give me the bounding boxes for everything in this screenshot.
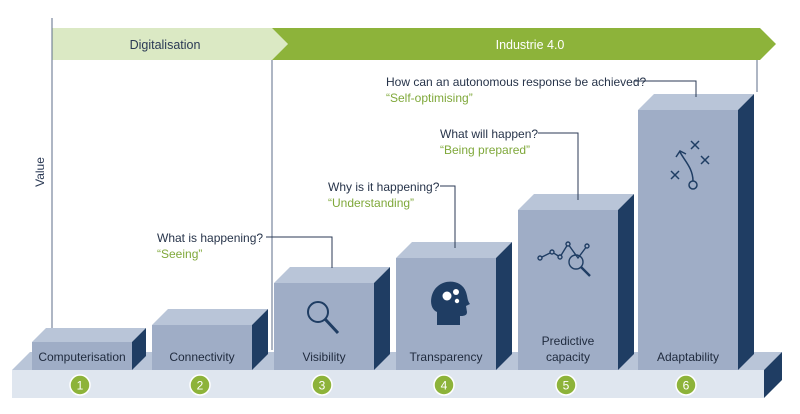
stage-number-badge-4: 4 <box>433 374 455 396</box>
stage-label-4: Transparency <box>410 350 483 364</box>
stage-number-1: 1 <box>77 379 84 393</box>
phase-industrie-banner: Industrie 4.0 <box>272 28 776 60</box>
strategy-play-icon <box>670 140 710 190</box>
callout-answer-4: “Self-optimising” <box>386 91 473 105</box>
stage-number-badge-2: 2 <box>189 374 211 396</box>
stage-badges: 1 2 3 4 5 6 <box>69 374 697 396</box>
stage-number-2: 2 <box>197 379 204 393</box>
phase-digitalisation-banner: Digitalisation <box>52 28 288 60</box>
stage-block-1: Computerisation <box>32 328 146 370</box>
magnifier-icon <box>307 301 340 335</box>
stage-label-line2-5: capacity <box>546 350 590 364</box>
callout-being-prepared: What will happen? “Being prepared” <box>440 127 579 200</box>
stage-block-3: Visibility <box>274 267 390 370</box>
stage-blocks: Computerisation Connectivity Visibility Tra… <box>32 94 754 370</box>
stage-number-badge-5: 5 <box>555 374 577 396</box>
stage-number-5: 5 <box>563 379 570 393</box>
callout-question-3: What will happen? <box>440 127 538 141</box>
callout-understanding: Why is it happening? “Understanding” <box>328 180 456 248</box>
callout-self-optimising: How can an autonomous response be achiev… <box>386 75 697 105</box>
callout-seeing: What is happening? “Seeing” <box>157 231 333 268</box>
stage-block-2: Connectivity <box>152 309 268 370</box>
stage-number-badge-3: 3 <box>311 374 333 396</box>
stage-number-6: 6 <box>683 379 690 393</box>
stage-number-badge-6: 6 <box>675 374 697 396</box>
callout-answer-2: “Understanding” <box>328 196 414 210</box>
stage-number-3: 3 <box>319 379 326 393</box>
stage-label-3: Visibility <box>302 350 345 364</box>
stage-number-badge-1: 1 <box>69 374 91 396</box>
callout-answer-3: “Being prepared” <box>440 143 530 157</box>
callout-question-4: How can an autonomous response be achiev… <box>386 75 647 89</box>
stage-number-4: 4 <box>441 379 448 393</box>
callout-question-1: What is happening? <box>157 231 263 245</box>
stage-label-6: Adaptability <box>657 350 719 364</box>
callout-question-2: Why is it happening? <box>328 180 440 194</box>
brain-head-icon <box>431 281 470 325</box>
callout-answer-1: “Seeing” <box>157 247 202 261</box>
phase-industrie-label: Industrie 4.0 <box>496 38 565 52</box>
stage-label-2: Connectivity <box>169 350 234 364</box>
y-axis-label: Value <box>33 157 47 187</box>
stage-block-5: Predictive capacity <box>518 194 634 370</box>
stage-block-4: Transparency <box>396 242 512 370</box>
stage-label-1: Computerisation <box>38 350 125 364</box>
frame-lines <box>51 18 758 350</box>
stage-block-6: Adaptability <box>638 94 754 370</box>
stage-label-5: Predictive <box>542 334 595 348</box>
phase-digitalisation-label: Digitalisation <box>130 38 201 52</box>
analytics-chart-icon <box>537 241 591 277</box>
